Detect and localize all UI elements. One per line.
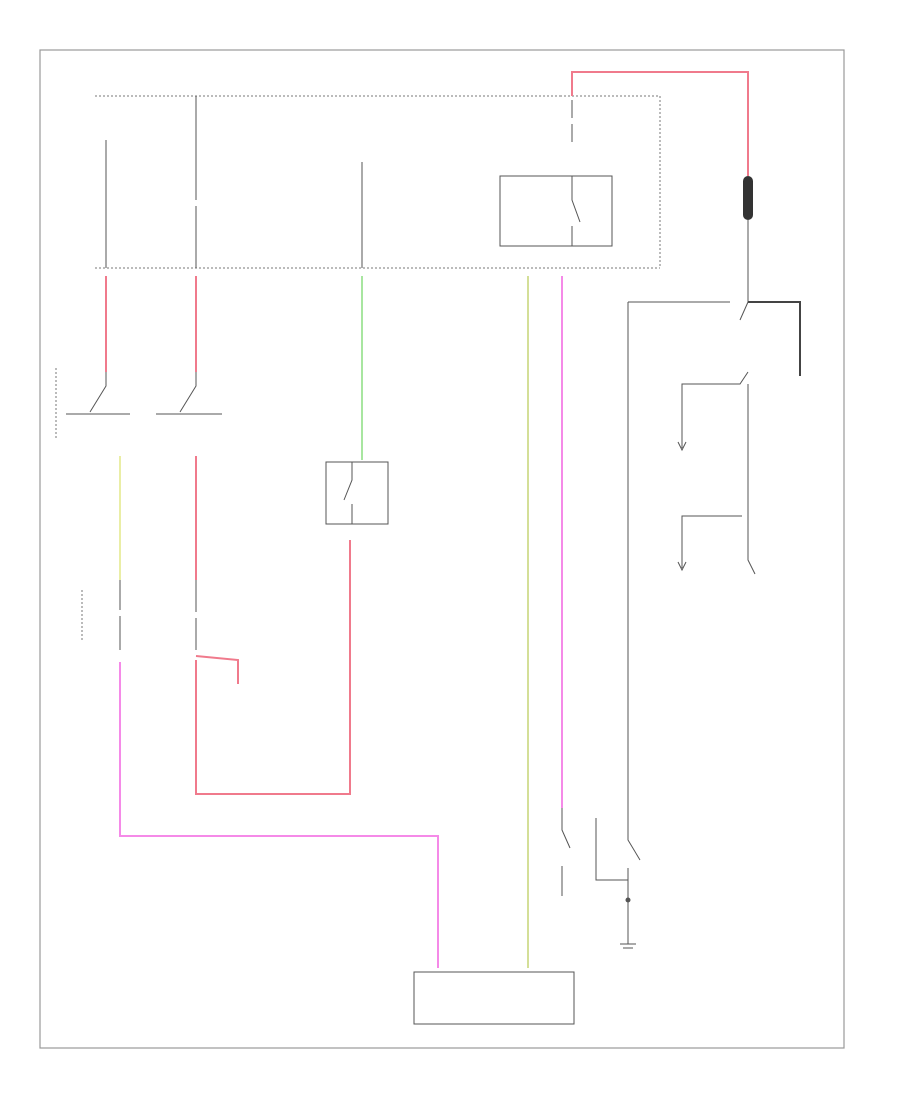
wire-branch-2 — [747, 384, 756, 575]
starter-relay — [499, 175, 613, 247]
starter-motor-switch — [627, 820, 641, 944]
wire-branch-3 — [681, 515, 742, 568]
diagram-frame — [39, 49, 845, 1049]
wire-branch-1 — [681, 371, 749, 448]
wire-red-battery — [571, 71, 749, 176]
wire-generator — [748, 301, 801, 376]
wire-red-buzzer — [195, 655, 239, 684]
neutral-switch — [325, 461, 389, 525]
starter-solenoid — [561, 808, 571, 896]
relay-contact — [571, 176, 581, 246]
control-module — [413, 971, 575, 1025]
ignition-switch-contacts — [66, 372, 222, 415]
wire-red-neutral — [195, 540, 351, 795]
wire-pink-module — [119, 662, 439, 968]
fusible-link-icon — [743, 176, 753, 220]
ground-icon — [620, 943, 636, 949]
arrow-1 — [677, 441, 687, 452]
battery-switch — [628, 301, 749, 321]
